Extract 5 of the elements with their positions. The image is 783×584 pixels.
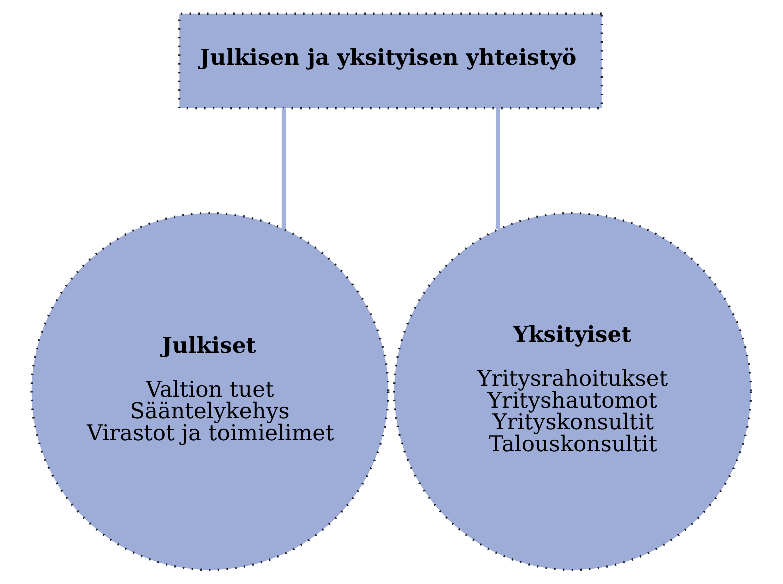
- node-circle: Julkiset Valtion tuet Sääntelykehys Virastot ja toimielimet: [30, 212, 390, 572]
- node-circle: Yksityiset Yritysrahoitukset Yrityshautomot Yrityskonsultit Talouskonsultit: [393, 212, 752, 572]
- node-box: Julkisen ja yksityisen yhteistyö: [178, 12, 603, 110]
- connector: [496, 108, 500, 230]
- connector: [282, 108, 286, 230]
